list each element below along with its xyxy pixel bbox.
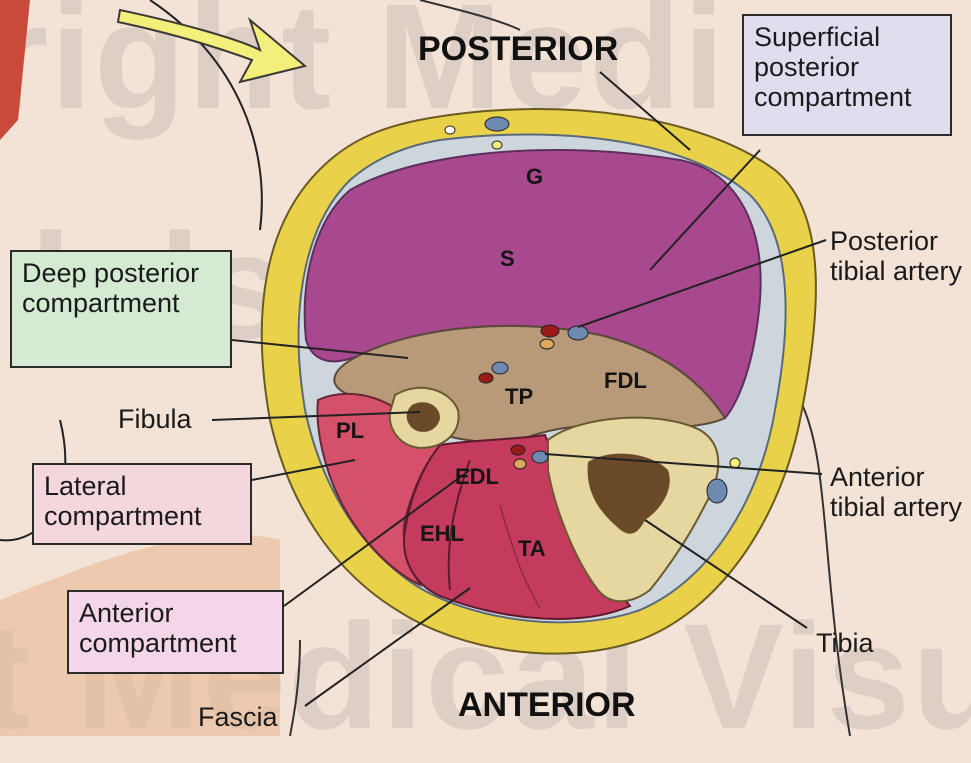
anterior-compartment-label: Anterior compartment <box>67 590 284 674</box>
fascia-label: Fascia <box>198 702 278 732</box>
muscle-label-edl: EDL <box>455 464 499 489</box>
muscle-label-s: S <box>500 246 515 271</box>
lateral-compartment-text: Lateral compartment <box>44 471 202 531</box>
muscle-label-tp: TP <box>505 384 533 409</box>
limb-outline-left <box>290 640 300 736</box>
superficial-posterior-label: Superficial posterior compartment <box>742 14 952 136</box>
anterior-heading: ANTERIOR <box>458 686 636 725</box>
top-curve <box>420 0 520 30</box>
muscle-label-ta: TA <box>518 536 546 561</box>
muscle-label-pl: PL <box>336 418 364 443</box>
deep-posterior-label: Deep posterior compartment <box>10 250 232 368</box>
posterior-tibial-artery-label: Posterior tibial artery <box>830 226 965 286</box>
anterior-tibial-artery-label: Anterior tibial artery <box>830 462 965 522</box>
muscle-label-fdl: FDL <box>604 368 647 393</box>
lateral-compartment-label: Lateral compartment <box>32 463 252 545</box>
anterior-compartment-text: Anterior compartment <box>79 598 237 658</box>
tibia-label: Tibia <box>816 628 874 658</box>
superficial-posterior-text: Superficial posterior compartment <box>754 22 912 112</box>
left-limb-edge <box>0 0 30 140</box>
fibula-label: Fibula <box>118 404 192 434</box>
leg-cross-section-diagram: right Medi lels Inc t Medical Visual <box>0 0 971 736</box>
posterior-heading: POSTERIOR <box>418 30 618 69</box>
muscle-label-ehl: EHL <box>420 521 464 546</box>
limb-outline-right <box>800 400 850 736</box>
deep-posterior-text: Deep posterior compartment <box>22 258 199 318</box>
muscle-label-g: G <box>526 164 543 189</box>
arrow-icon <box>118 10 305 82</box>
